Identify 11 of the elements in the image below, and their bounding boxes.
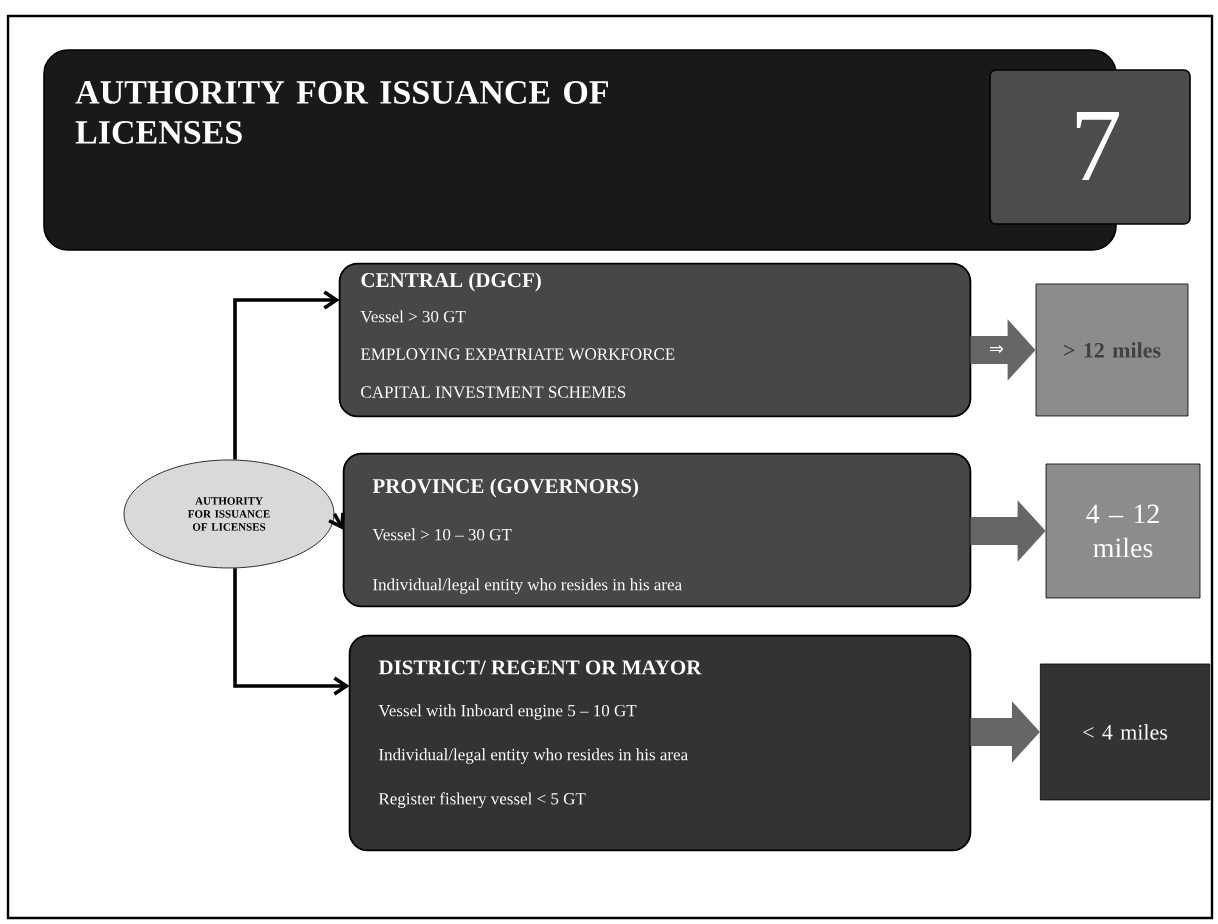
arrow (328, 512, 345, 530)
distance-box: > 12 miles (1035, 283, 1189, 417)
authority-box: DISTRICT/ REGENT OR MAYOR Vessel with Inboard engine 5 – 10 GT Individual/legal entity who resides in his area Register fishery vessel < 5 GT (348, 634, 972, 852)
distance-box: 4 – 12 miles (1045, 463, 1201, 599)
number-box: 7 (989, 69, 1191, 225)
arrow (233, 290, 340, 460)
authority-box: CENTRAL (DGCF) Vessel > 30 GT EMPLOYING EXPATRIATE WORKFORCE CAPITAL INVESTMENT SCHEMES (338, 262, 972, 418)
distance-box: < 4 miles (1039, 663, 1211, 801)
arrow (233, 568, 350, 696)
authority-box: PROVINCE (GOVERNORS) Vessel > 10 – 30 GT Individual/legal entity who resides in his area (342, 452, 972, 608)
edge-label: ⇒ (990, 345, 1004, 353)
